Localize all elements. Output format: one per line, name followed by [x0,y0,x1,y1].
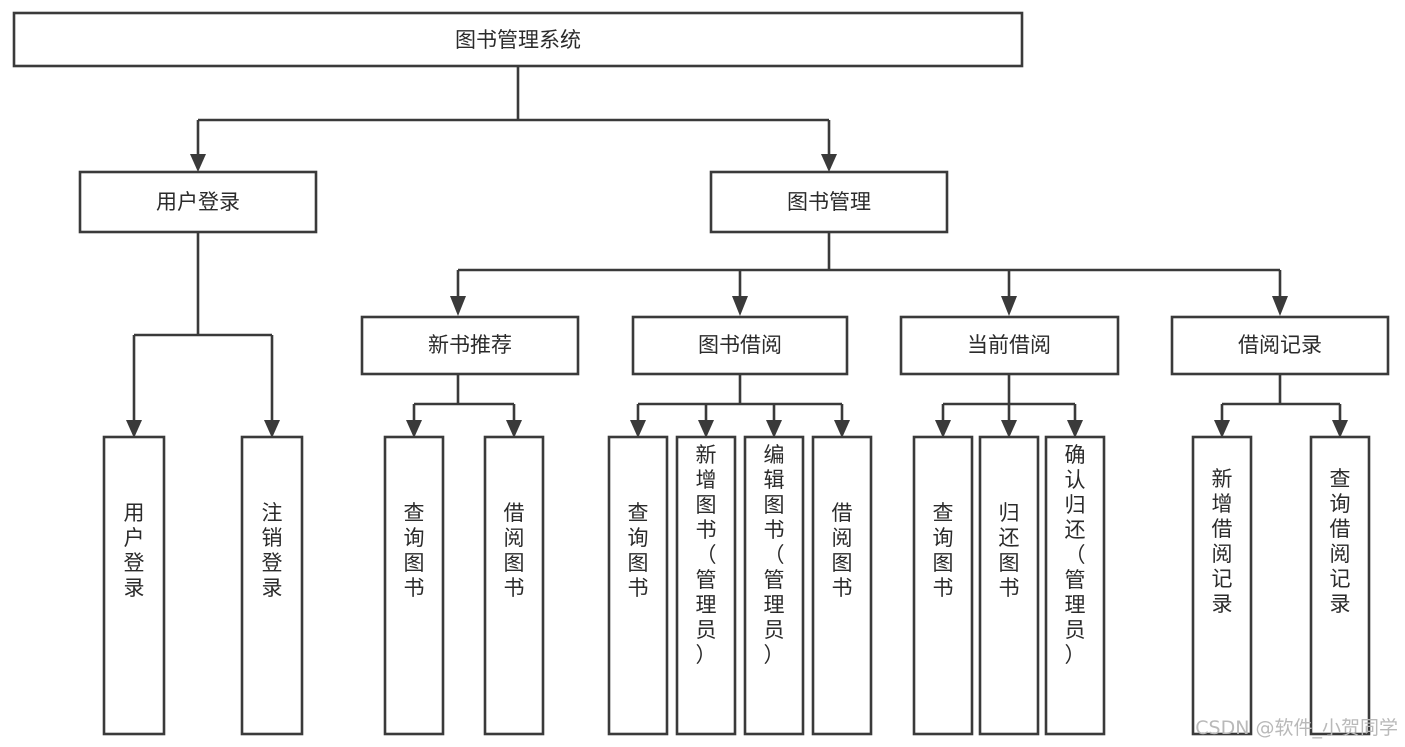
arrowhead-leaf-add-record [1214,420,1230,438]
arrowhead-book-manage [821,154,837,172]
arrowhead-book-borrow [732,296,748,316]
node-leaf-user-login-box[interactable] [102,435,166,736]
node-new-book-recommend[interactable]: 新书推荐 [360,315,580,376]
node-leaf-query-book-3-label: 查询图书 [933,501,954,600]
node-leaf-user-login-label: 用户登录 [124,501,145,600]
node-leaf-query-book-2-label: 查询图书 [628,501,649,600]
node-user-login-box[interactable] [78,170,318,234]
node-leaf-add-book-label: 新增图书（管理员） [696,443,717,667]
node-leaf-confirm-return[interactable]: 确认归还（管理员） [1044,435,1106,736]
node-borrow-record-box[interactable] [1170,315,1390,376]
node-new-book-recommend-box[interactable] [360,315,580,376]
node-book-borrow[interactable]: 图书借阅 [631,315,849,376]
arrowhead-leaf-borrow-book-2 [834,420,850,438]
arrowhead-leaf-return-book [1001,420,1017,438]
arrowhead-user-login [190,154,206,172]
node-leaf-edit-book[interactable]: 编辑图书（管理员） [743,435,805,736]
node-leaf-borrow-book-1[interactable]: 借阅图书 [483,435,545,736]
node-leaf-borrow-book-1-box[interactable] [483,435,545,736]
node-leaf-confirm-return-label: 确认归还（管理员） [1065,443,1086,667]
node-borrow-record-label: 借阅记录 [1238,333,1322,357]
arrowhead-leaf-user-logout [264,420,280,438]
node-leaf-query-record-box[interactable] [1309,435,1371,736]
node-leaf-add-record-box[interactable] [1191,435,1253,736]
node-leaf-query-record-label: 查询借阅记录 [1330,467,1351,616]
node-leaf-add-book-box[interactable] [675,435,737,736]
node-leaf-return-book[interactable]: 归还图书 [978,435,1040,736]
node-leaf-borrow-book-2-box[interactable] [811,435,873,736]
node-leaf-borrow-book-2[interactable]: 借阅图书 [811,435,873,736]
node-leaf-add-book[interactable]: 新增图书（管理员） [675,435,737,736]
node-leaf-borrow-book-2-label: 借阅图书 [832,501,853,600]
node-borrow-record[interactable]: 借阅记录 [1170,315,1390,376]
node-current-borrow[interactable]: 当前借阅 [899,315,1120,376]
node-leaf-add-record-label: 新增借阅记录 [1212,467,1233,616]
node-book-borrow-label: 图书借阅 [698,333,782,357]
node-leaf-query-book-1-box[interactable] [383,435,445,736]
node-leaf-confirm-return-box[interactable] [1044,435,1106,736]
node-leaf-borrow-book-1-label: 借阅图书 [504,501,525,600]
arrowhead-leaf-user-login [126,420,142,438]
node-root[interactable]: 图书管理系统 [12,11,1024,68]
node-leaf-user-logout-label: 注销登录 [262,501,283,600]
arrowhead-leaf-add-book [698,420,714,438]
arrowhead-leaf-query-book-1 [406,420,422,438]
node-leaf-query-book-1-label: 查询图书 [404,501,425,600]
node-root-label: 图书管理系统 [455,28,581,52]
arrowhead-leaf-confirm-return [1067,420,1083,438]
node-leaf-query-book-1[interactable]: 查询图书 [383,435,445,736]
node-leaf-query-record[interactable]: 查询借阅记录 [1309,435,1371,736]
node-leaf-query-book-3[interactable]: 查询图书 [912,435,974,736]
node-book-manage[interactable]: 图书管理 [709,170,949,234]
node-leaf-edit-book-label: 编辑图书（管理员） [764,443,785,667]
node-root-box[interactable] [12,11,1024,68]
node-current-borrow-label: 当前借阅 [967,333,1051,357]
node-leaf-return-book-box[interactable] [978,435,1040,736]
node-leaf-query-book-2[interactable]: 查询图书 [607,435,669,736]
node-leaf-edit-book-box[interactable] [743,435,805,736]
node-leaf-user-login[interactable]: 用户登录 [102,435,166,736]
node-leaf-return-book-label: 归还图书 [999,501,1020,600]
arrowhead-leaf-edit-book [766,420,782,438]
node-new-book-recommend-label: 新书推荐 [428,333,512,357]
arrowhead-leaf-borrow-book-1 [506,420,522,438]
node-leaf-add-record[interactable]: 新增借阅记录 [1191,435,1253,736]
node-leaf-user-logout[interactable]: 注销登录 [240,435,304,736]
node-user-login[interactable]: 用户登录 [78,170,318,234]
node-book-manage-box[interactable] [709,170,949,234]
connector-layer [126,66,1348,438]
node-book-borrow-box[interactable] [631,315,849,376]
csdn-watermark: CSDN @软件_小贺同学 [1195,717,1398,739]
node-leaf-user-logout-box[interactable] [240,435,304,736]
arrowhead-borrow-record [1272,296,1288,316]
arrowhead-leaf-query-book-2 [630,420,646,438]
node-current-borrow-box[interactable] [899,315,1120,376]
arrowhead-current-borrow [1001,296,1017,316]
node-leaf-query-book-3-box[interactable] [912,435,974,736]
node-user-login-label: 用户登录 [156,190,240,214]
node-leaf-query-book-2-box[interactable] [607,435,669,736]
arrowhead-leaf-query-record [1332,420,1348,438]
arrowhead-leaf-query-book-3 [935,420,951,438]
arrowhead-new-book-recommend [450,296,466,316]
node-book-manage-label: 图书管理 [787,190,871,214]
